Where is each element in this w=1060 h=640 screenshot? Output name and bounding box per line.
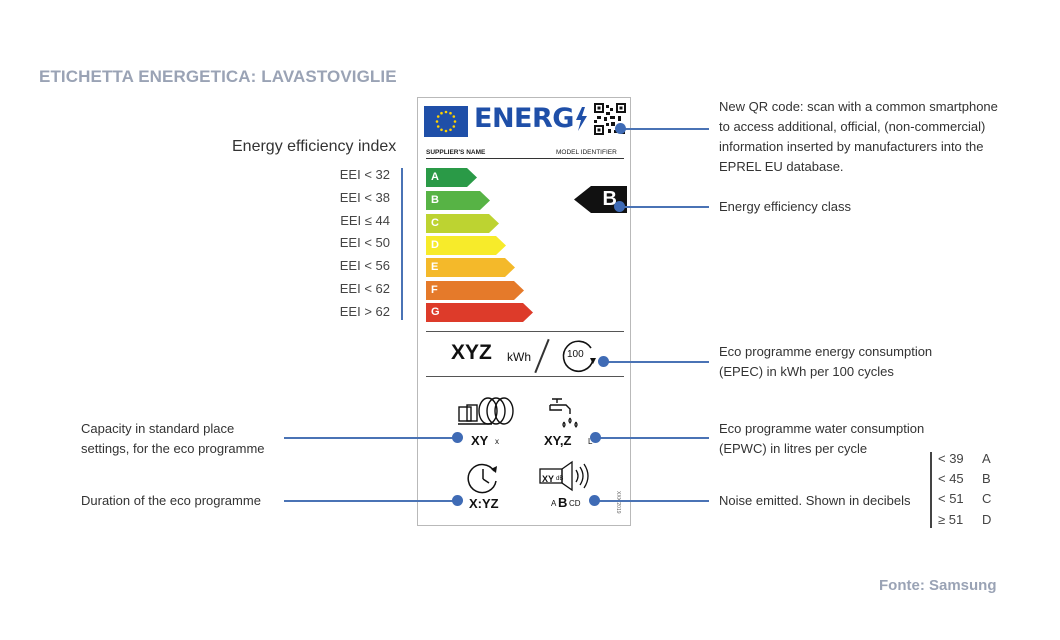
noise-class-a: A	[551, 499, 557, 508]
connector-line	[619, 206, 709, 208]
connector-line	[284, 500, 458, 502]
class-bar-e: E	[426, 258, 515, 277]
eei-heading: Energy efficiency index	[232, 138, 397, 155]
connector-dot	[615, 123, 626, 134]
lightning-icon	[576, 107, 587, 131]
eei-bracket	[401, 168, 403, 320]
clock-icon	[467, 463, 497, 494]
eei-item: EEI < 56	[339, 258, 390, 274]
model-identifier: MODEL IDENTIFIER	[556, 149, 617, 156]
connector-line	[604, 361, 709, 363]
eei-list: EEI < 32 EEI < 38 EEI ≤ 44 EEI < 50 EEI …	[300, 164, 390, 324]
page-title: ETICHETTA ENERGETICA: LAVASTOVIGLIE	[39, 67, 397, 86]
noise-class-b: B	[558, 495, 568, 510]
annotation-class: Energy efficiency class	[719, 199, 851, 214]
connector-dot	[590, 432, 601, 443]
class-bar-c: C	[426, 214, 499, 233]
annotation-noise: Noise emitted. Shown in decibels	[719, 493, 911, 508]
eei-item: EEI < 38	[339, 189, 390, 205]
eei-item: EEI < 62	[339, 280, 390, 296]
water-unit: L	[588, 437, 593, 446]
connector-line	[595, 500, 709, 502]
speaker-icon	[539, 460, 589, 492]
energy-word: ENERG	[474, 103, 574, 134]
annotation-duration: Duration of the eco programme	[81, 493, 261, 508]
energy-label: ENERG SUPPLIER'S NAME MODEL IDENTIFIER A…	[417, 97, 631, 526]
noise-db-unit: dB	[556, 476, 564, 482]
connector-dot	[614, 201, 625, 212]
divider	[426, 376, 624, 378]
regulation-code: XXX/2019	[615, 491, 621, 514]
water-value: XY,Z	[544, 433, 572, 448]
qr-code-icon	[594, 103, 626, 135]
annotation-epwc: Eco programme water consumption(EPWC) in…	[719, 421, 925, 456]
tap-icon	[549, 398, 578, 428]
source-credit: Fonte: Samsung	[879, 577, 997, 594]
connector-dot	[452, 432, 463, 443]
energy-value: XYZ	[451, 341, 492, 364]
annotation-qr: New QR code: scan with a common smartpho…	[719, 99, 998, 174]
noise-bracket	[930, 452, 932, 528]
capacity-unit: x	[495, 437, 499, 446]
capacity-value: XY	[471, 433, 489, 448]
class-bar-b: B	[426, 191, 490, 210]
divider	[426, 331, 624, 333]
divider	[426, 158, 624, 160]
energy-unit: kWh	[507, 350, 531, 364]
slash-divider	[534, 338, 550, 374]
connector-line	[621, 128, 709, 130]
noise-db-value: XY	[542, 474, 555, 484]
class-bar-g: G	[426, 303, 533, 322]
cycles-count: 100	[567, 349, 584, 360]
annotation-epec: Eco programme energy consumption(EPEC) i…	[719, 344, 933, 379]
class-bar-a: A	[426, 168, 477, 187]
noise-class-cd: CD	[569, 499, 581, 508]
dishes-icon	[458, 397, 514, 425]
connector-dot	[598, 356, 609, 367]
class-bar-f: F	[426, 281, 524, 300]
connector-line	[595, 437, 709, 439]
connector-line	[284, 437, 458, 439]
eei-item: EEI > 62	[339, 303, 390, 319]
eei-item: EEI ≤ 44	[340, 212, 390, 228]
class-bar-d: D	[426, 236, 506, 255]
connector-dot	[589, 495, 600, 506]
eu-flag-icon	[424, 106, 468, 137]
eei-item: EEI < 32	[339, 167, 390, 182]
eei-item: EEI < 50	[339, 235, 390, 251]
cycle-arrow-icon	[562, 340, 596, 373]
duration-value: X:YZ	[469, 496, 499, 511]
supplier-name: SUPPLIER'S NAME	[426, 149, 486, 156]
connector-dot	[452, 495, 463, 506]
